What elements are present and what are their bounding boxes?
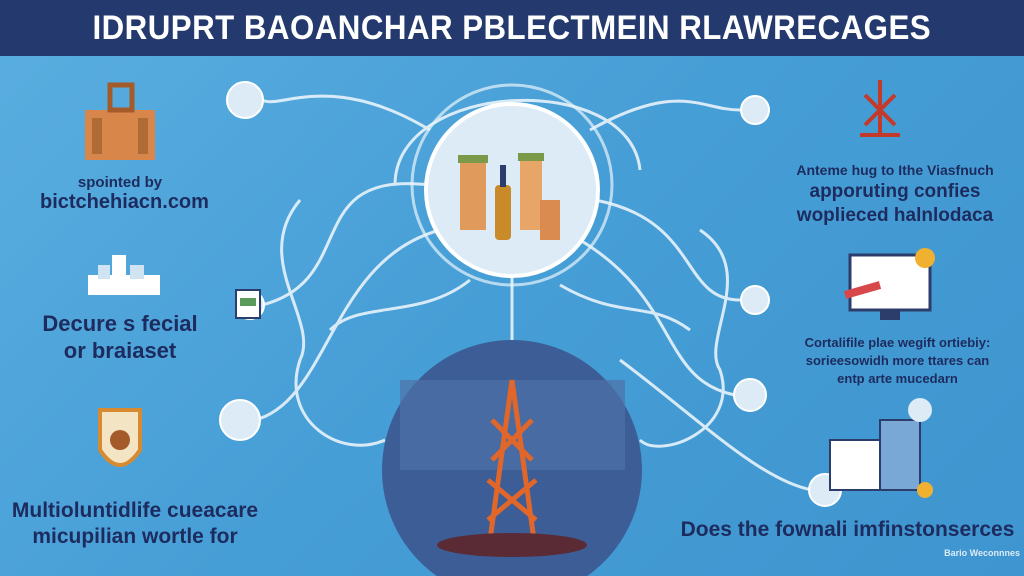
- caption-line: woplieced halnlodaca: [796, 205, 994, 226]
- scale-icon: [860, 80, 900, 137]
- caption-line: micupilian wortle for: [32, 525, 238, 548]
- document-icon: [235, 289, 261, 319]
- center-product-circle: [424, 102, 600, 278]
- caption-line: bictchehiacn.com: [40, 191, 209, 213]
- header-banner: IDRUPRT BAOANCHAR PBLECTMEIN RLAWRECAGES: [0, 0, 1024, 56]
- tower-icon: [486, 379, 538, 541]
- right-caption-3: Does the fownali imfinstonserces Bario W…: [675, 518, 1020, 558]
- footer-credit: Bario Weconnnes: [944, 548, 1020, 558]
- monitor-icon: [843, 248, 935, 320]
- right-caption-2: Cortalifile plae wegift ortiebiy: soriee…: [785, 334, 1010, 388]
- caption-line: or braiaset: [63, 338, 177, 363]
- caption-line: Cortalifile plae wegift ortiebiy:: [804, 335, 991, 350]
- city-icon: [88, 255, 160, 295]
- page-title: IDRUPRT BAOANCHAR PBLECTMEIN RLAWRECAGES: [92, 8, 932, 47]
- left-caption-2: Decure s fecial or braiaset: [20, 310, 220, 364]
- caption-line: spointed by: [77, 174, 163, 191]
- connector-lines: [254, 94, 813, 492]
- bottle-icon: [495, 185, 511, 240]
- left-caption-1: spointed by bictchehiacn.com: [40, 174, 209, 214]
- caption-line: Decure s fecial: [42, 311, 198, 336]
- caption-line: entp arte mucedarn: [837, 371, 958, 386]
- data-icon: [829, 398, 933, 498]
- caption-line: Anteme hug to Ithe Viasfnuch: [796, 162, 994, 178]
- caption-line: sorieesowidh more ttares can: [805, 353, 990, 368]
- caption-line: apporuting confies: [809, 181, 981, 202]
- badge-icon: [98, 408, 142, 467]
- caption-line: Multioluntidlife cueacare: [11, 499, 259, 522]
- right-caption-1: Anteme hug to Ithe Viasfnuch apporuting …: [780, 160, 1010, 228]
- left-caption-3: Multioluntidlife cueacare micupilian wor…: [0, 498, 270, 550]
- caption-line: Does the fownali imfinstonserces: [680, 518, 1015, 541]
- building-icon: [85, 82, 155, 160]
- tower-circle: [382, 340, 642, 576]
